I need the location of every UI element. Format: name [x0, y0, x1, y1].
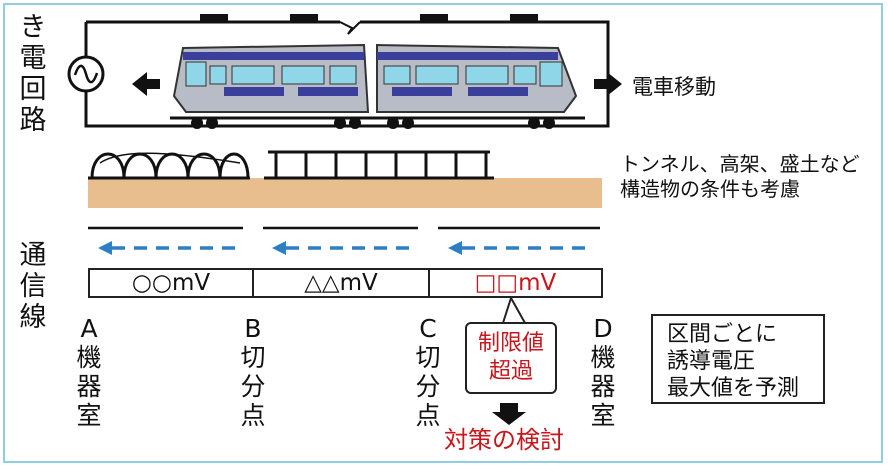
- limit-exceeded-callout: 制限値 超過: [465, 322, 557, 394]
- tap-label-char: 分: [240, 372, 266, 401]
- tap-label-char: D: [593, 314, 613, 343]
- structure-label-line: トンネル、高架、盛土など: [620, 152, 860, 176]
- comm-line-label-char: 線: [19, 302, 47, 333]
- tap-label-char: 分: [415, 372, 441, 401]
- diagram-frame: [3, 3, 883, 463]
- callout-line: 超過: [488, 359, 533, 384]
- ac-source-icon: [67, 55, 105, 93]
- tap-point-c: C 切 分 点: [413, 314, 443, 430]
- viaduct-icon: [264, 150, 494, 180]
- comm-line-label-char: 通: [19, 240, 47, 271]
- tap-point-d: D 機 器 室: [588, 314, 618, 430]
- down-arrow-icon: [492, 403, 526, 425]
- tap-label-char: 器: [590, 372, 616, 401]
- circuit-label-char: 路: [19, 105, 47, 136]
- tap-label-char: A: [80, 314, 98, 343]
- tap-label-char: 点: [415, 401, 441, 430]
- train-icon: [170, 14, 585, 129]
- circuit-label-char: 電: [19, 43, 47, 74]
- circuit-label-char: き: [19, 12, 47, 43]
- tap-label-char: C: [419, 314, 437, 343]
- note-line: 区間ごとに: [667, 322, 778, 347]
- note-line: 誘導電圧: [667, 349, 756, 374]
- tunnel-icon: [88, 152, 250, 180]
- tap-label-char: 室: [590, 401, 616, 430]
- right-arrow-icon: [594, 72, 622, 96]
- callout-pointer: [501, 295, 527, 324]
- tap-point-a: A 機 器 室: [74, 314, 104, 430]
- tap-label-char: 切: [415, 343, 441, 372]
- tap-label-char: B: [244, 314, 262, 343]
- tap-label-char: 機: [590, 343, 616, 372]
- structure-label: トンネル、高架、盛土など 構造物の条件も考慮: [620, 152, 860, 202]
- voltage-segment-ab: ○○mV: [88, 268, 254, 298]
- motion-label: 電車移動: [632, 75, 716, 99]
- comm-line-label: 通 信 線: [16, 240, 50, 333]
- comm-line-label-char: 信: [19, 271, 47, 302]
- ground-strip: [88, 178, 602, 208]
- tap-label-char: 室: [76, 401, 102, 430]
- circuit-label-char: 回: [19, 74, 47, 105]
- tap-label-char: 器: [76, 372, 102, 401]
- voltage-segment-cd: □□mV: [428, 268, 603, 298]
- tap-label-char: 点: [240, 401, 266, 430]
- tap-label-char: 機: [76, 343, 102, 372]
- callout-line: 制限値: [477, 331, 544, 356]
- circuit-label: き 電 回 路: [16, 12, 50, 136]
- countermeasure-label: 対策の検討: [444, 426, 564, 454]
- prediction-note-box: 区間ごとに 誘導電圧 最大値を予測: [651, 314, 825, 404]
- left-arrow-icon: [132, 72, 160, 96]
- tap-label-char: 切: [240, 343, 266, 372]
- comm-line-sections: [88, 226, 600, 255]
- note-line: 最大値を予測: [667, 376, 800, 401]
- structure-label-line: 構造物の条件も考慮: [620, 177, 800, 201]
- voltage-segment-bc: △△mV: [252, 268, 430, 298]
- tap-point-b: B 切 分 点: [238, 314, 268, 430]
